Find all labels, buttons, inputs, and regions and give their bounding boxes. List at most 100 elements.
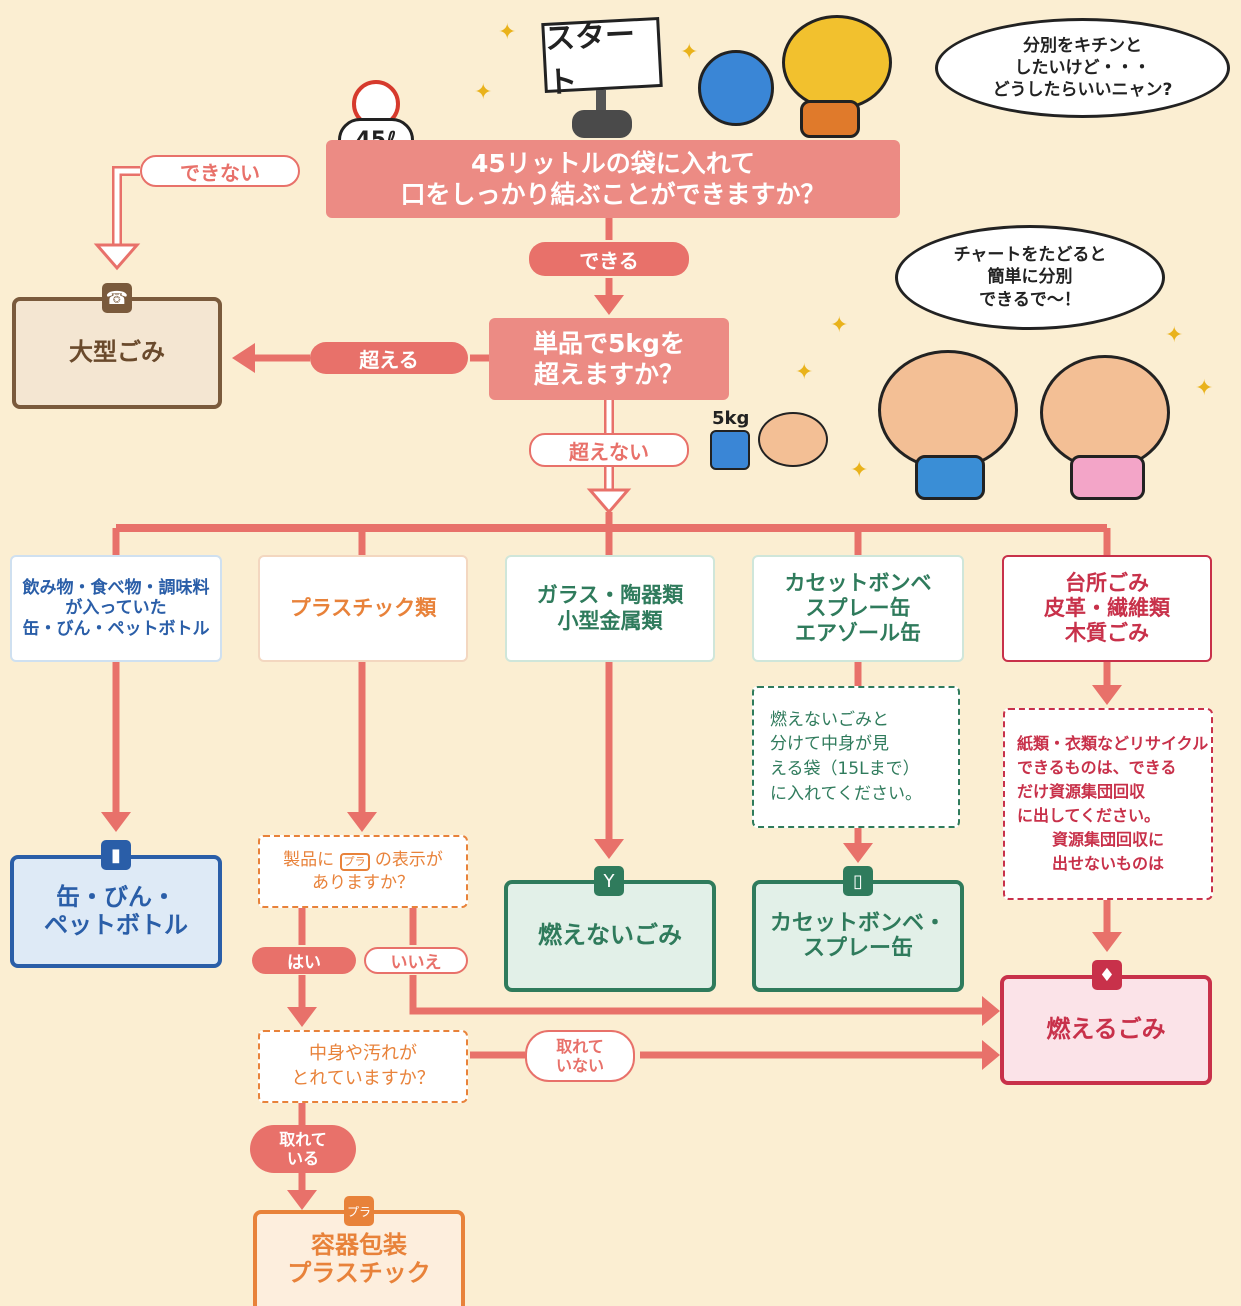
pig-girl-body [1070, 455, 1145, 500]
dirt-question-line: とれていますか？ [291, 1067, 435, 1089]
category-line: スプレー缶 [805, 595, 911, 620]
sparkle-icon: ✦ [680, 40, 699, 65]
cat-speech-line: 分別をキチンと [1023, 35, 1142, 56]
sparkle-icon: ✦ [795, 360, 814, 385]
cassette-note: 燃えないごみと 分けて中身が見 える袋（15Lまで） に入れてください。 [752, 686, 960, 828]
sparkle-icon: ✦ [830, 313, 849, 338]
note-line: 紙類・衣類などリサイクル [1017, 734, 1209, 753]
dest-line: プラスチック [287, 1259, 431, 1287]
removed-line: いる [286, 1149, 319, 1168]
dirt-question-line: 中身や汚れが [309, 1043, 417, 1065]
category-cassette: カセットボンベ スプレー缶 エアゾール缶 [752, 555, 964, 662]
category-line: 飲み物・食べ物・調味料 [22, 577, 210, 598]
note-line: できるものは、できる [1017, 758, 1177, 777]
category-line: 木質ごみ [1065, 621, 1149, 646]
glass-icon: Y [594, 866, 624, 896]
dest-cassette: カセットボンベ・ スプレー缶 [752, 880, 964, 992]
category-line: が入っていた [65, 598, 167, 619]
question-line: 45リットルの袋に入れて [470, 148, 756, 178]
pig-boy-body [915, 455, 985, 500]
question-line: 単品で5kgを [533, 328, 685, 358]
pla-question-line1: 製品に プラ の表示が [283, 849, 443, 872]
cat-speech-line: どうしたらいいニャン? [992, 80, 1173, 101]
dirt-question: 中身や汚れが とれていますか？ [258, 1030, 468, 1103]
not-removed-label: 取れて いない [525, 1030, 635, 1082]
pla-mark-inline-icon: プラ [339, 852, 370, 872]
note-line: 資源集団回収に [1051, 830, 1164, 849]
note-line: だけ資源集団回収 [1017, 782, 1146, 801]
can-label: できる [529, 242, 689, 276]
category-line: プラスチック類 [289, 595, 437, 620]
question-line: 超えますか？ [533, 360, 684, 389]
not-removed-line: 取れて [556, 1036, 604, 1056]
pig-lifting-illustration [710, 430, 750, 470]
pla-mark-question: 製品に プラ の表示が ありますか？ [258, 835, 468, 908]
question-line: 口をしっかり結ぶことができますか？ [400, 180, 826, 209]
not-removed-line: いない [555, 1056, 604, 1075]
pla-question-suffix: の表示が [374, 849, 443, 870]
pig-boy-illustration [878, 350, 1018, 470]
question-bag-size: 45リットルの袋に入れて 口をしっかり結ぶことができますか？ [326, 140, 900, 218]
note-line: 分けて中身が見 [770, 734, 889, 755]
exceeds-label: 超える [310, 342, 468, 374]
cat-illustration [782, 15, 892, 110]
spray-can-icon: ▯ [843, 866, 873, 896]
no-text: いいえ [390, 953, 442, 973]
sparkle-icon: ✦ [474, 80, 493, 105]
not-exceed-text: 超えない [569, 439, 649, 464]
note-line: 燃えないごみと [770, 709, 889, 730]
weight-text: 5kg [712, 408, 750, 429]
sparkle-icon: ✦ [498, 20, 517, 45]
pig-speech-bubble: チャートをたどると 簡単に分別 できるで～！ [895, 225, 1165, 330]
category-drinks: 飲み物・食べ物・調味料 が入っていた 缶・びん・ペットボトル [10, 555, 222, 662]
question-weight: 単品で5kgを 超えますか？ [489, 318, 729, 400]
category-line: エアゾール缶 [795, 621, 921, 646]
not-exceed-label: 超えない [529, 433, 689, 467]
cannot-text: できない [180, 160, 260, 185]
start-sign-post [596, 90, 606, 115]
pig-lifting-head [758, 412, 828, 467]
dest-line: 燃えるごみ [1046, 1015, 1166, 1044]
cat-speech-line: したいけど・・・ [1014, 57, 1151, 78]
category-line: ガラス・陶器類 [536, 583, 684, 608]
pla-question-line2: ありますか？ [312, 872, 414, 893]
pig-speech-line: 簡単に分別 [987, 267, 1073, 288]
category-glass: ガラス・陶器類 小型金属類 [505, 555, 715, 662]
cat-body [800, 100, 860, 138]
note-line: に出してください。 [1017, 806, 1161, 825]
note-line: 出せないものは [1051, 854, 1164, 873]
large-waste-box: 大型ごみ [12, 297, 222, 409]
no-label: いいえ [364, 947, 468, 974]
can-text: できる [579, 248, 639, 273]
category-plastic: プラスチック類 [258, 555, 468, 662]
pig-speech-line: できるで～！ [979, 289, 1081, 310]
cat-speech-bubble: 分別をキチンと したいけど・・・ どうしたらいいニャン? [935, 18, 1230, 118]
pla-mark-icon: プラ [344, 1196, 374, 1226]
start-label: スタート [544, 17, 636, 101]
pla-question-prefix: 製品に [283, 849, 335, 870]
dest-line: 缶・びん・ [56, 882, 176, 911]
sparkle-icon: ✦ [1165, 323, 1184, 348]
pig-girl-illustration [1040, 355, 1170, 470]
exceeds-text: 超える [359, 347, 419, 372]
category-line: 缶・びん・ペットボトル [22, 618, 210, 639]
pig-speech-line: チャートをたどると [953, 245, 1107, 266]
weight-label: 5kg [712, 408, 749, 429]
dest-line: カセットボンベ・ [769, 910, 946, 936]
start-sign-base [572, 110, 632, 138]
dest-burnable: 燃えるごみ [1000, 975, 1212, 1085]
yes-label: はい [252, 947, 356, 974]
dest-nonburnable: 燃えないごみ [504, 880, 716, 992]
large-waste-label: 大型ごみ [69, 338, 165, 367]
start-sign: スタート [541, 16, 663, 101]
bird-illustration [698, 50, 774, 126]
bottle-icon: ▮ [101, 840, 131, 870]
removed-label: 取れて いる [250, 1125, 356, 1173]
flame-icon: ♦ [1092, 960, 1122, 990]
category-kitchen: 台所ごみ 皮革・繊維類 木質ごみ [1002, 555, 1212, 662]
dest-line: ペットボトル [44, 910, 188, 939]
dest-line: 容器包装 [311, 1231, 407, 1260]
yes-text: はい [287, 953, 321, 973]
dest-line: 燃えないごみ [538, 921, 682, 950]
